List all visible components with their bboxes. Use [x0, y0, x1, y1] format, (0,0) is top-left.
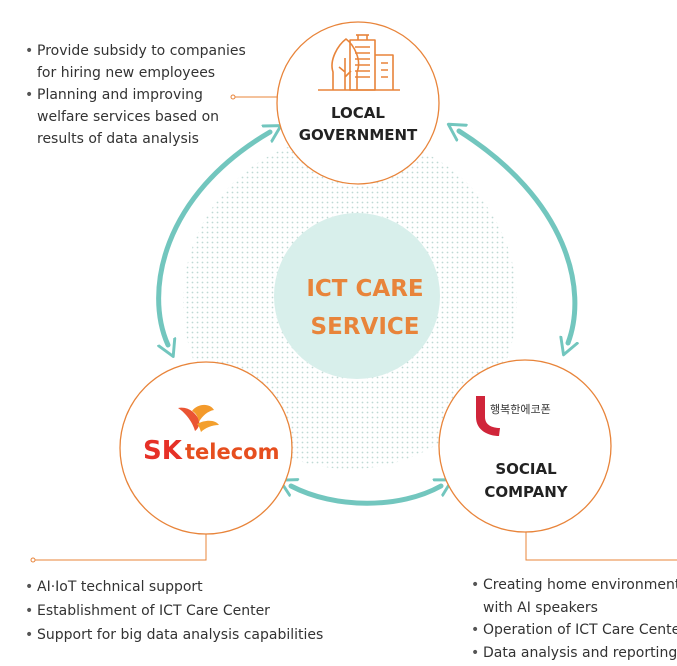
bullet-item: Support for big data analysis capabiliti…	[25, 623, 385, 647]
telecom-logo-text: telecom	[185, 440, 279, 464]
government-bullets: Provide subsidy to companies for hiring …	[25, 40, 265, 150]
social-label-line2: COMPANY	[484, 483, 568, 501]
center-circle	[274, 213, 440, 379]
bullet-item: for hiring new employees	[37, 65, 216, 81]
center-title-line2: SERVICE	[311, 314, 420, 340]
bullet-item: with AI speakers	[483, 599, 598, 616]
bullet-item: AI·IoT technical support	[25, 575, 385, 599]
government-node	[276, 21, 440, 185]
bullet-item: Provide subsidy to companies	[25, 40, 265, 62]
city-building-icon	[318, 34, 400, 91]
bullet-item: Establishment of ICT Care Center	[25, 599, 385, 623]
social-company-logo-icon	[476, 396, 500, 436]
bullet-item: Data analysis and reporting	[471, 642, 677, 665]
social-company-node	[438, 359, 612, 533]
social-logo-text: 행복한에코폰	[490, 403, 551, 416]
social-company-bullets: Creating home environment with AI speake…	[471, 574, 677, 664]
arrow-government-skt	[156, 132, 270, 345]
center-title-line1: ICT CARE	[306, 276, 423, 302]
bullet-item: Creating home environment	[471, 574, 677, 597]
bullet-item: welfare services based on	[37, 109, 220, 125]
sk-telecom-node	[119, 361, 293, 535]
sk-butterfly-logo-icon	[178, 404, 219, 432]
bullet-item: Operation of ICT Care Center	[471, 619, 677, 642]
bullet-item: Planning and improving	[25, 84, 265, 106]
social-label-line1: SOCIAL	[495, 460, 557, 478]
sk-logo-text: SK	[143, 436, 183, 466]
bullet-item: results of data analysis	[37, 131, 199, 147]
arrow-government-social	[459, 131, 575, 343]
arrow-skt-social	[291, 486, 441, 506]
sk-telecom-bullets: AI·IoT technical support Establishment o…	[25, 575, 385, 647]
government-label-line2: GOVERNMENT	[299, 126, 418, 144]
government-label-line1: LOCAL	[331, 104, 385, 122]
